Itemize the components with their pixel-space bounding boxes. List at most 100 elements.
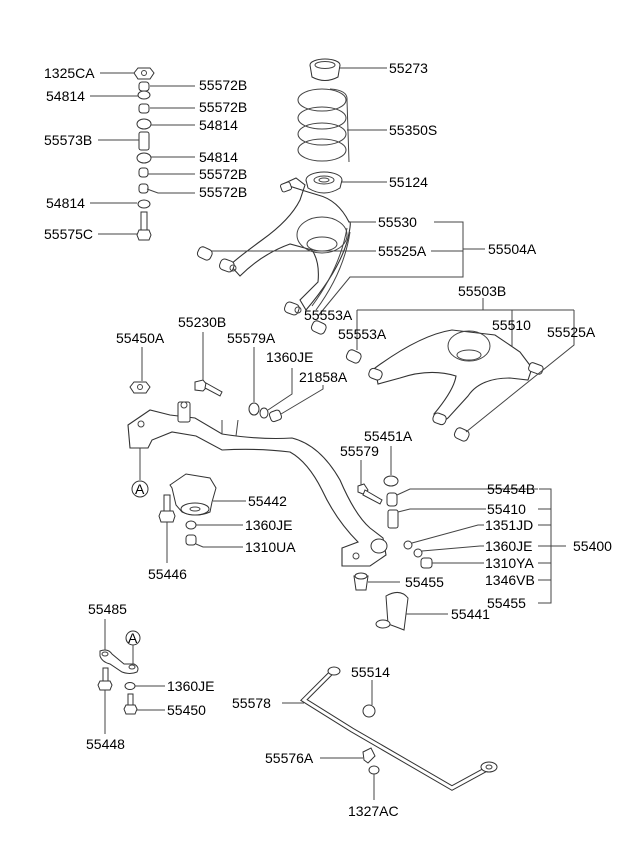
label-55572b: 55572B (199, 77, 247, 93)
bracket-55441 (385, 592, 409, 631)
link-55485 (99, 649, 139, 674)
nut-55450a (129, 381, 151, 394)
stud-55446 (163, 494, 171, 512)
label-1346vb: 1346VB (485, 572, 535, 588)
label-55553a-lower: 55553A (338, 326, 387, 342)
label-55455: 55455 (405, 574, 444, 590)
label-55579a: 55579A (227, 330, 276, 346)
bushing-55572b-3 (138, 167, 149, 178)
label-54814: 54814 (46, 88, 85, 104)
washer-1360je (259, 407, 269, 419)
bolt-shank (140, 211, 148, 231)
stud-55448 (102, 667, 109, 682)
lower-left-link (97, 619, 165, 734)
washer-54814-3 (136, 152, 152, 164)
upper-arm-55530 (196, 177, 485, 335)
label-55441: 55441 (451, 606, 490, 622)
ref-a-label: A (128, 630, 138, 646)
label-55410: 55410 (487, 501, 526, 517)
label-55450: 55450 (167, 702, 206, 718)
label-1351jd: 1351JD (485, 517, 533, 533)
label-55451a: 55451A (364, 428, 413, 444)
label-55576a: 55576A (265, 750, 314, 766)
washer-1351jd (403, 540, 413, 550)
label-55350s: 55350S (389, 122, 437, 138)
spacer-55573b (138, 131, 150, 151)
label-55400: 55400 (573, 538, 612, 554)
label-55572b: 55572B (199, 99, 247, 115)
label-21858a: 21858A (299, 369, 348, 385)
label-55575c: 55575C (44, 226, 93, 242)
washer-54814-1 (137, 90, 151, 100)
stabilizer-assembly (282, 666, 498, 800)
bushing-55454b (386, 492, 398, 507)
bolt-55575c (136, 229, 152, 241)
label-55573b: 55573B (44, 132, 92, 148)
spring-assembly (297, 58, 387, 194)
bushing-55525a (453, 427, 470, 442)
label-1310ya: 1310YA (485, 555, 534, 571)
nut-55451a (383, 475, 399, 487)
label-55572b: 55572B (199, 166, 247, 182)
mount-assembly (158, 473, 246, 563)
label-55230b: 55230B (178, 314, 226, 330)
bushing-55514 (362, 704, 376, 718)
bushing-55572b-4 (138, 183, 149, 194)
washer-1360je (124, 682, 136, 690)
crossmember (127, 332, 388, 567)
washer-1360je (413, 548, 423, 558)
bushing-55553a (310, 320, 327, 335)
label-55525a-lower: 55525A (547, 324, 596, 340)
label-55572b: 55572B (199, 184, 247, 200)
label-1325ca: 1325CA (44, 65, 95, 81)
label-55446: 55446 (148, 566, 187, 582)
label-1360je: 1360JE (485, 538, 532, 554)
label-55124: 55124 (389, 174, 428, 190)
bushing-55572b-2 (138, 103, 150, 114)
bushing-21858a (268, 409, 283, 423)
washer-54814-4 (137, 199, 151, 209)
label-55485: 55485 (88, 601, 127, 617)
nut-1310ya (420, 557, 433, 569)
label-55442: 55442 (248, 493, 287, 509)
bolt-55450 (127, 693, 134, 706)
coil-spring-55350s (297, 88, 350, 163)
label-55273: 55273 (389, 60, 428, 76)
label-55448: 55448 (86, 736, 125, 752)
nut-1325ca (133, 67, 155, 80)
stabilizer-bar-55578 (301, 670, 486, 790)
label-54814: 54814 (46, 195, 85, 211)
label-55578: 55578 (232, 695, 271, 711)
label-55530: 55530 (378, 214, 417, 230)
nut-1310ua (185, 534, 197, 546)
ref-a-circle (131, 480, 149, 498)
label-1360je: 1360JE (167, 678, 214, 694)
label-55579: 55579 (340, 443, 379, 459)
label-55510: 55510 (492, 317, 531, 333)
label-54814: 54814 (199, 149, 238, 165)
bushing-55553a (345, 349, 362, 364)
link-assembly (353, 446, 566, 631)
washer-55579a (248, 402, 260, 416)
label-55503b: 55503B (458, 283, 506, 299)
label-54814: 54814 (199, 117, 238, 133)
label-1310ua: 1310UA (245, 539, 296, 555)
ref-a-label: A (135, 481, 145, 497)
label-55450a: 55450A (116, 330, 165, 346)
label-1360je: 1360JE (266, 349, 313, 365)
fastener-stack (90, 67, 195, 241)
bushing-55525a (196, 246, 213, 261)
label-55553a-upper: 55553A (304, 307, 353, 323)
link-55410 (387, 509, 399, 529)
washer-1360je (185, 520, 197, 530)
label-55514: 55514 (351, 664, 390, 680)
label-1360je: 1360JE (245, 517, 292, 533)
label-55504a: 55504A (488, 241, 537, 257)
washer-54814-2 (136, 118, 152, 130)
label-55454b: 55454B (487, 481, 535, 497)
nut-1327ac (368, 765, 380, 775)
bushing-55572b-1 (138, 81, 150, 92)
lower-arm-55510 (345, 298, 575, 442)
